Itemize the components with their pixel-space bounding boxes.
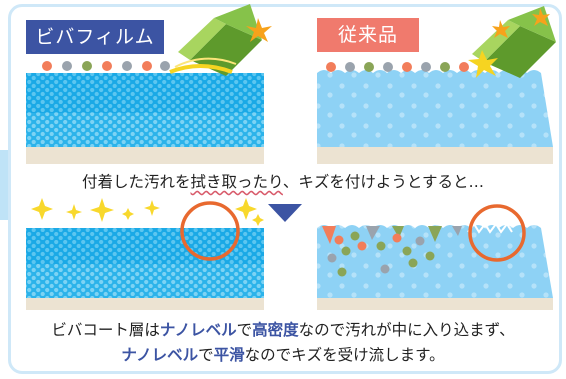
middle-caption-pre: 付着した汚れを <box>82 173 191 191</box>
middle-caption-wavy: 拭き取ったり <box>190 173 283 191</box>
substrate-layer <box>26 147 264 164</box>
substrate-layer <box>317 147 553 164</box>
caption-text: で <box>236 321 253 339</box>
viva-film-top-panel <box>26 4 272 164</box>
conventional-top-panel <box>317 6 556 164</box>
viva-coat-layer <box>26 228 264 264</box>
down-arrow-icon <box>268 204 302 222</box>
scratch-marks <box>322 222 513 244</box>
eraser-icon <box>178 4 262 76</box>
caption-emphasis: 高密度 <box>252 321 299 339</box>
viva-base-layer <box>26 113 264 147</box>
caption-emphasis: ナノレベル <box>159 321 237 339</box>
highlight-circle-icon <box>180 201 240 261</box>
bottom-caption-line-2: ナノレベルで平滑なのでキズを受け流します。 <box>0 343 566 365</box>
diagram-frame <box>8 4 562 374</box>
caption-text: で <box>198 346 214 364</box>
trapped-dirt-particles <box>327 231 435 277</box>
viva-base-layer <box>26 264 264 298</box>
conventional-label: 従来品 <box>317 18 419 52</box>
caption-text: なので汚れが中に入り込まず、 <box>298 321 515 339</box>
conventional-layer <box>317 70 553 147</box>
viva-film-bottom-panel <box>26 201 264 310</box>
bottom-caption-line-1: ビバコート層はナノレベルで高密度なので汚れが中に入り込まず、 <box>0 318 566 340</box>
sparkle-icon <box>31 198 264 226</box>
caption-text: なのでキズを受け流します。 <box>244 346 445 364</box>
spark-icon <box>169 18 272 74</box>
dirt-particles <box>42 61 170 71</box>
middle-caption-post: 、キズを付けようとすると… <box>282 173 484 191</box>
substrate-layer <box>317 298 553 310</box>
viva-film-label: ビバフィルム <box>26 20 164 54</box>
conventional-bottom-panel <box>317 204 553 310</box>
highlight-circle-icon <box>468 204 526 262</box>
conventional-layer <box>317 225 553 298</box>
dirt-particles <box>326 62 469 72</box>
middle-caption: 付着した汚れを拭き取ったり、キズを付けようとすると… <box>0 170 566 192</box>
caption-text: ビバコート層は <box>51 321 160 339</box>
caption-emphasis: 平滑 <box>213 346 245 364</box>
viva-coat-layer <box>26 73 264 113</box>
caption-emphasis: ナノレベル <box>121 346 199 364</box>
spark-icon <box>468 8 550 78</box>
substrate-layer <box>26 298 264 310</box>
